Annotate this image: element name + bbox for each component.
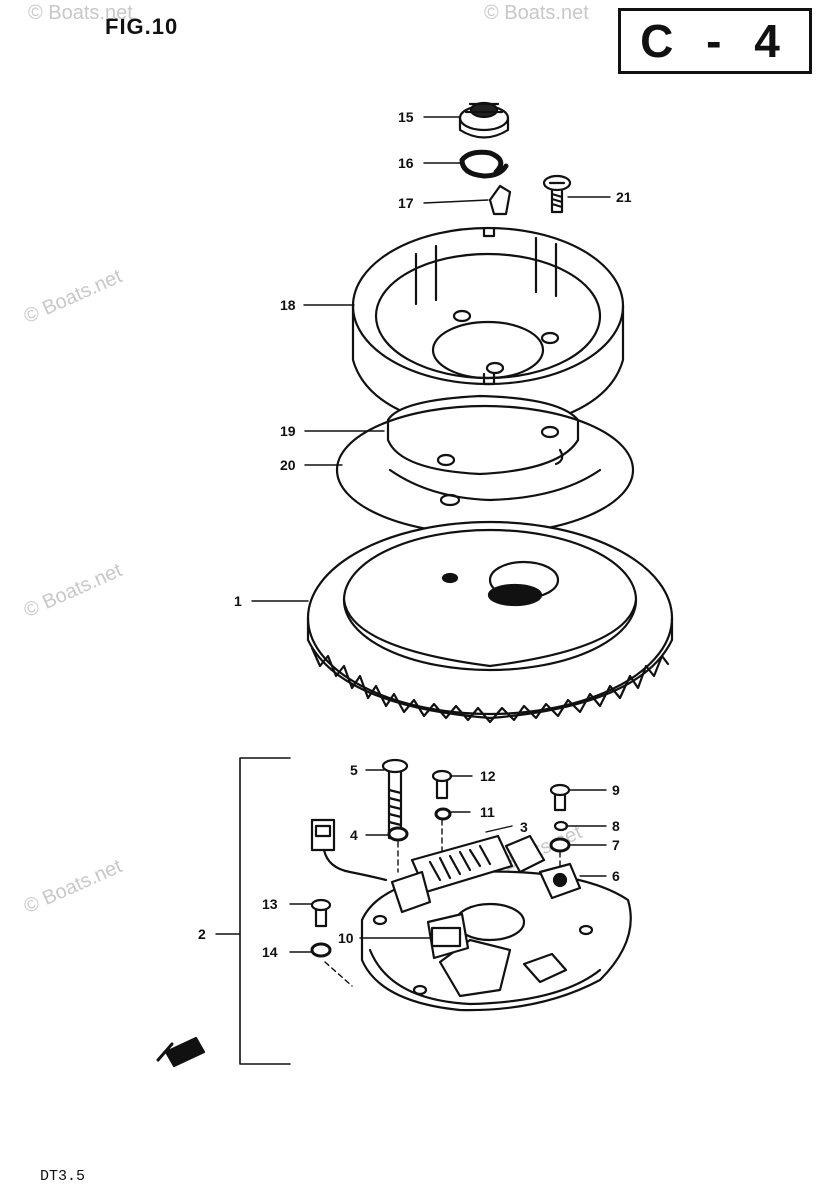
section-code-box: C - 4 <box>618 8 812 74</box>
key-part-17 <box>488 184 512 216</box>
callout-11: 11 <box>480 804 495 820</box>
callout-8: 8 <box>612 818 620 834</box>
pulser-coil-part-10 <box>426 912 470 960</box>
ring-part-8 <box>553 820 569 832</box>
nut-part-15 <box>458 101 510 139</box>
callout-20: 20 <box>280 457 296 473</box>
callout-13: 13 <box>262 896 278 912</box>
washer-part-11 <box>434 807 452 821</box>
callout-5: 5 <box>350 762 358 778</box>
callout-7: 7 <box>612 837 620 853</box>
callout-16: 16 <box>398 155 414 171</box>
washer-part-4 <box>387 826 409 842</box>
callout-4: 4 <box>350 827 358 843</box>
callout-18: 18 <box>280 297 296 313</box>
assembly-bracket <box>239 757 291 1065</box>
washer-part-14 <box>310 942 332 958</box>
plate-part-19 <box>386 394 580 476</box>
washer-part-7 <box>549 837 571 853</box>
callout-17: 17 <box>398 195 414 211</box>
screw-part-9 <box>549 783 571 812</box>
callout-12: 12 <box>480 768 496 784</box>
contact-point-part-6 <box>538 862 582 900</box>
callout-9: 9 <box>612 782 620 798</box>
screw-part-21 <box>542 174 572 214</box>
screw-part-5 <box>381 758 409 840</box>
screw-part-13 <box>310 898 332 928</box>
figure-title: FIG.10 <box>105 14 179 39</box>
callout-1: 1 <box>234 593 242 609</box>
watermark: © Boats.net <box>484 2 589 24</box>
callout-15: 15 <box>398 109 414 125</box>
screw-part-12 <box>431 769 453 800</box>
callout-19: 19 <box>280 423 296 439</box>
lead-wire-connector <box>310 818 388 882</box>
callout-14: 14 <box>262 944 278 960</box>
callout-21: 21 <box>616 189 632 205</box>
ignition-coil-part-3 <box>390 834 546 914</box>
forward-arrow-icon <box>156 1036 206 1068</box>
callout-2: 2 <box>198 926 206 942</box>
callout-10: 10 <box>338 930 354 946</box>
lock-washer-part-16 <box>459 149 509 179</box>
model-label: DT3.5 <box>40 1168 86 1185</box>
callout-6: 6 <box>612 868 620 884</box>
watermark: © Boats.net <box>28 2 133 24</box>
callout-3: 3 <box>520 819 528 835</box>
section-code: C - 4 <box>640 15 790 67</box>
flywheel-part-1 <box>306 520 674 724</box>
